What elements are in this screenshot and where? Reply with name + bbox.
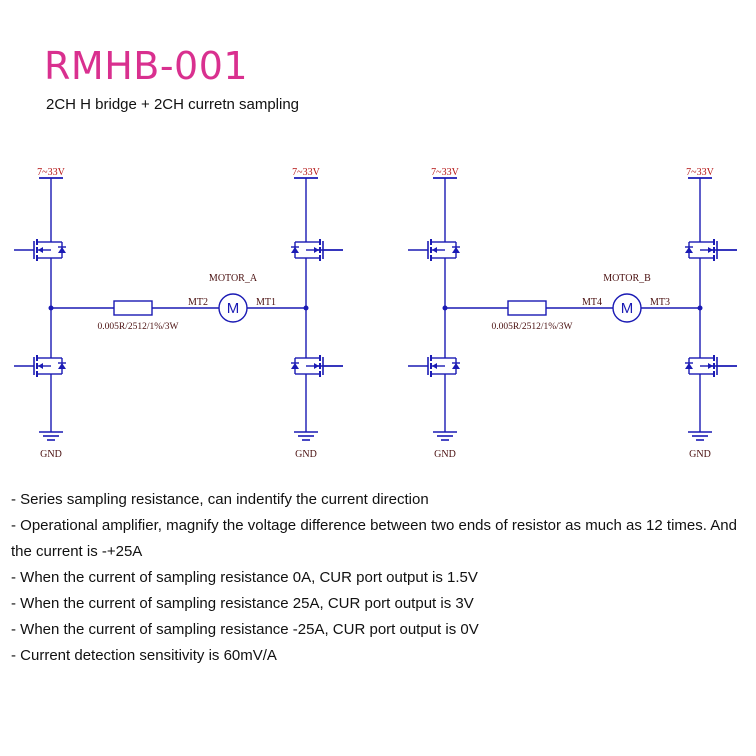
ground-symbol: GND — [433, 431, 457, 460]
mosfet-symbol — [14, 355, 66, 377]
body-arrow — [708, 247, 713, 253]
h-bridge: 7~33V 7~33V M MOTOR_A MT2 MT1 0.005R/2512/1%/3… — [14, 167, 343, 460]
diode-triangle — [58, 247, 66, 253]
body-arrow — [314, 363, 319, 369]
supply-symbol: 7~33V — [37, 167, 66, 179]
ground-label: GND — [40, 449, 62, 460]
ground-label: GND — [295, 449, 317, 460]
junction-dot — [697, 305, 703, 311]
terminal-label: MT2 — [188, 297, 208, 308]
body-arrow — [314, 247, 319, 253]
product-title: RMHB-001 — [44, 44, 249, 88]
supply-symbol: 7~33V — [686, 167, 715, 179]
ground-symbol: GND — [294, 431, 318, 460]
diode-triangle — [291, 363, 299, 369]
ground-label: GND — [689, 449, 711, 460]
diode-triangle — [685, 363, 693, 369]
motor-letter: M — [621, 300, 634, 317]
junction-dot — [303, 305, 309, 311]
supply-label: 7~33V — [431, 167, 459, 178]
supply-label: 7~33V — [37, 167, 65, 178]
diode-triangle — [452, 247, 460, 253]
junction-dot — [442, 305, 448, 311]
h-bridge-schematic: 7~33V 7~33V M MOTOR_A MT2 MT1 0.005R/2512/1%/3… — [14, 167, 737, 460]
sense-resistor — [113, 300, 153, 316]
mosfet-symbol — [408, 239, 460, 261]
diode-triangle — [685, 247, 693, 253]
resistor-label: 0.005R/2512/1%/3W — [491, 322, 572, 332]
junction-dot — [48, 305, 54, 311]
terminal-label: MT3 — [650, 297, 670, 308]
mosfet-symbol — [14, 239, 66, 261]
diode-triangle — [291, 247, 299, 253]
body-arrow — [432, 247, 437, 253]
supply-symbol: 7~33V — [292, 167, 321, 179]
motor-label: MOTOR_B — [603, 273, 651, 284]
note-line: - When the current of sampling resistanc… — [11, 569, 478, 586]
mosfet-symbol — [408, 355, 460, 377]
note-line: - Current detection sensitivity is 60mV/… — [11, 647, 277, 664]
ground-symbol: GND — [39, 431, 63, 460]
body-arrow — [708, 363, 713, 369]
body-arrow — [38, 247, 43, 253]
ground-symbol: GND — [688, 431, 712, 460]
resistor-label: 0.005R/2512/1%/3W — [97, 322, 178, 332]
product-subtitle: 2CH H bridge + 2CH curretn sampling — [46, 96, 300, 113]
diode-triangle — [58, 363, 66, 369]
note-line: - Operational amplifier, magnify the vol… — [11, 517, 737, 560]
note-line: - When the current of sampling resistanc… — [11, 621, 479, 638]
body-arrow — [38, 363, 43, 369]
ground-label: GND — [434, 449, 456, 460]
supply-label: 7~33V — [686, 167, 714, 178]
supply-label: 7~33V — [292, 167, 320, 178]
h-bridge: 7~33V 7~33V M MOTOR_B MT4 MT3 0.005R/2512/1%/3… — [408, 167, 737, 460]
feature-notes: - Series sampling resistance, can indent… — [11, 487, 741, 669]
diode-triangle — [452, 363, 460, 369]
body-arrow — [432, 363, 437, 369]
motor-label: MOTOR_A — [209, 273, 258, 284]
terminal-label: MT4 — [582, 297, 602, 308]
note-line: - When the current of sampling resistanc… — [11, 595, 474, 612]
motor-letter: M — [227, 300, 240, 317]
terminal-label: MT1 — [256, 297, 276, 308]
note-line: - Series sampling resistance, can indent… — [11, 491, 429, 508]
supply-symbol: 7~33V — [431, 167, 460, 179]
sense-resistor — [507, 300, 547, 316]
